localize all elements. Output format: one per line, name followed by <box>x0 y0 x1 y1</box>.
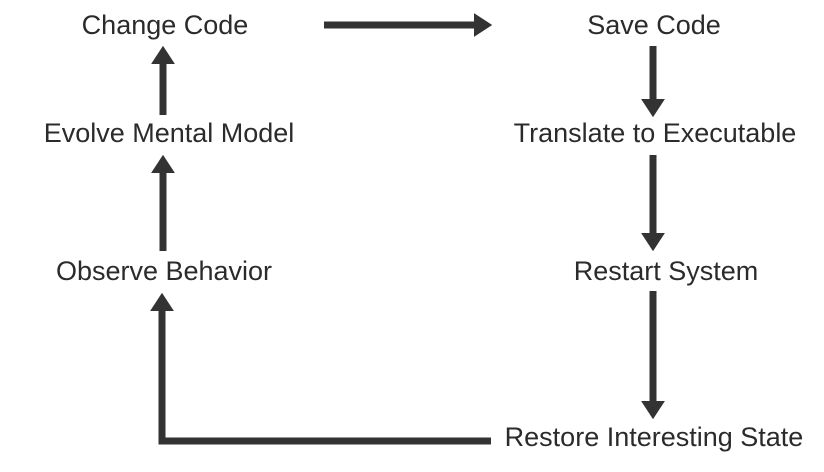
node-save-code: Save Code <box>587 10 721 40</box>
node-evolve-mental-model: Evolve Mental Model <box>43 118 295 148</box>
node-restore-interesting-state: Restore Interesting State <box>504 422 804 452</box>
node-change-code: Change Code <box>81 10 249 40</box>
node-translate-to-executable: Translate to Executable <box>513 118 797 148</box>
node-restart-system: Restart System <box>573 256 759 286</box>
node-observe-behavior: Observe Behavior <box>55 256 273 286</box>
edge-restore-state-to-observe-behavior-arrow <box>150 292 491 445</box>
